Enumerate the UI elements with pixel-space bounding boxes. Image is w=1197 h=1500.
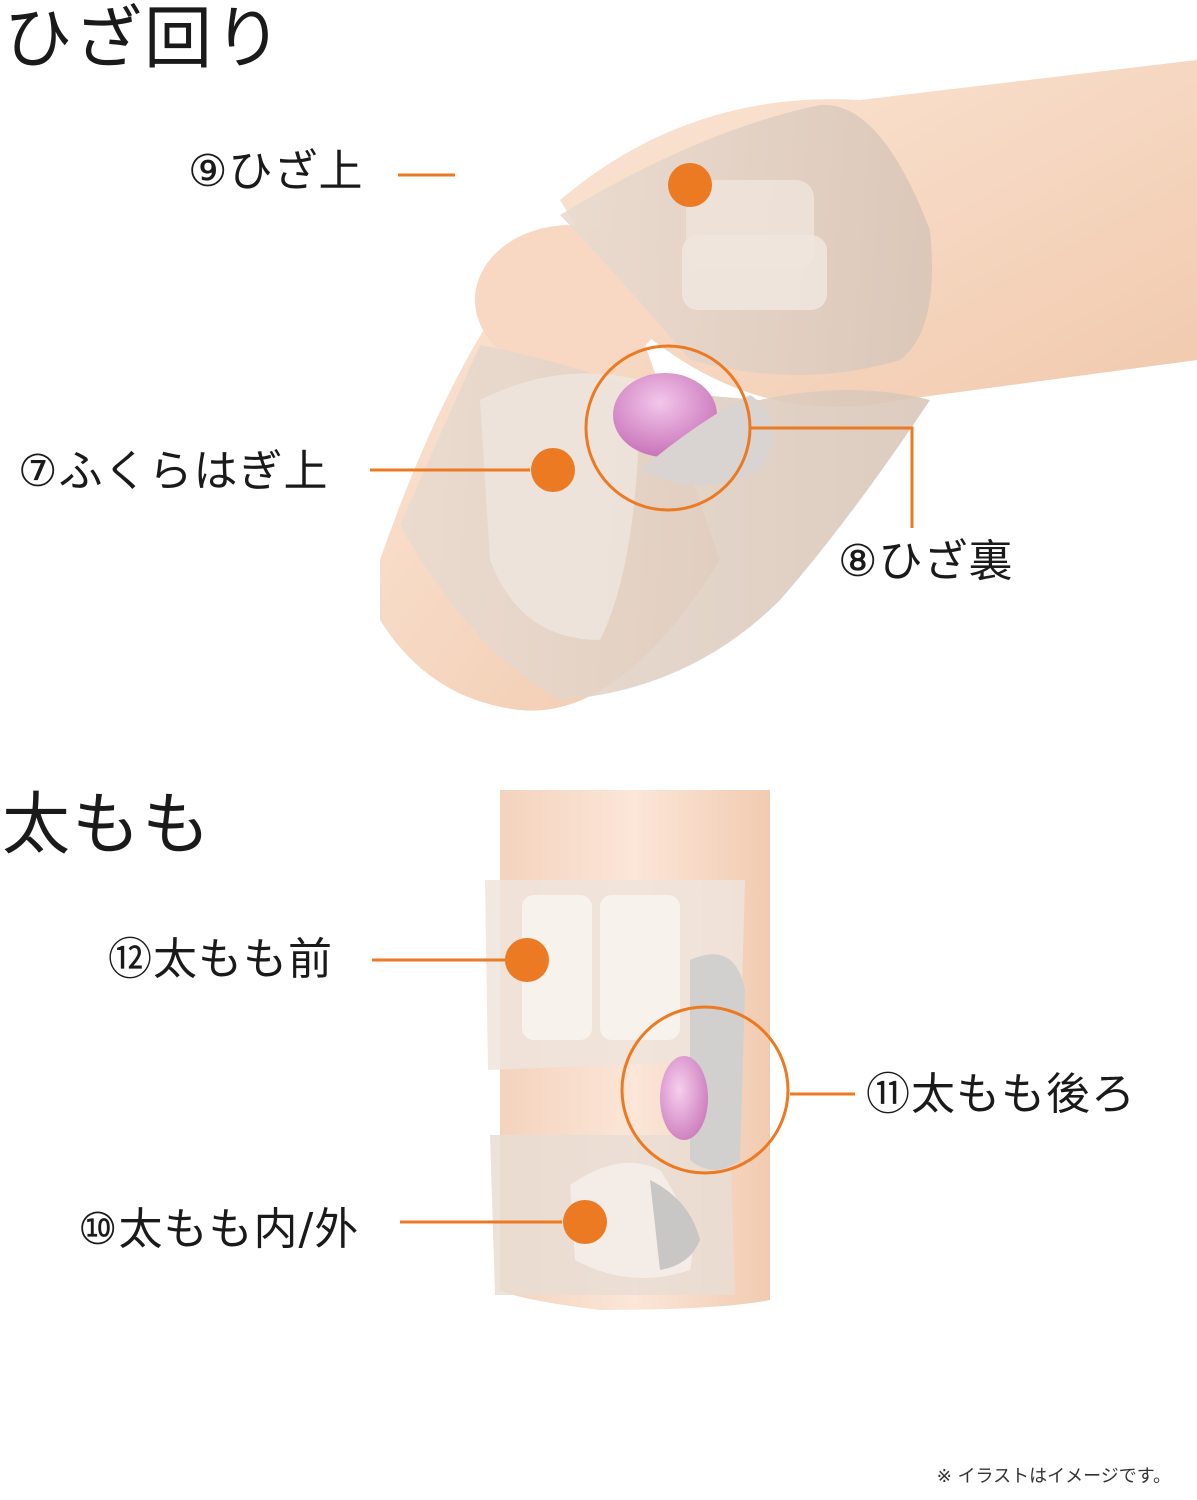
- label-above-knee: ⑨ひざ上: [188, 146, 364, 197]
- thigh-section-title: 太もも: [2, 786, 213, 865]
- knee-section-title: ひざ回り: [4, 0, 285, 79]
- leader-line-back-of-knee: [750, 426, 914, 528]
- orange-dot-marker-icon: [531, 448, 575, 492]
- gray-airbag: [650, 1180, 700, 1270]
- label-back-thigh: ⑪太もも後ろ: [866, 1069, 1136, 1120]
- label-inner-outer-thigh: ⑩太もも内/外: [78, 1204, 360, 1255]
- back-thigh-airbag: [690, 954, 745, 1170]
- thigh-pad: [522, 895, 592, 1040]
- orange-dot-marker-icon: [668, 163, 712, 207]
- lower-cuff-pad: [480, 373, 640, 640]
- pink-airbag: [660, 1056, 708, 1140]
- thigh-pad: [600, 895, 680, 1040]
- label-upper-calf: ⑦ふくらはぎ上: [18, 446, 329, 497]
- gray-airbag: [640, 395, 773, 485]
- orange-dot-marker-icon: [563, 1200, 607, 1244]
- label-front-thigh: ⑫太もも前: [108, 934, 333, 985]
- knee-illustration: [370, 60, 1197, 711]
- upper-cuff-pad: [682, 235, 827, 310]
- magnifier-circle-icon: [620, 1005, 790, 1175]
- label-back-of-knee: ⑧ひざ裏: [838, 536, 1014, 587]
- orange-dot-marker-icon: [505, 938, 549, 982]
- illustration-note: ※ イラストはイメージです。: [936, 1466, 1171, 1487]
